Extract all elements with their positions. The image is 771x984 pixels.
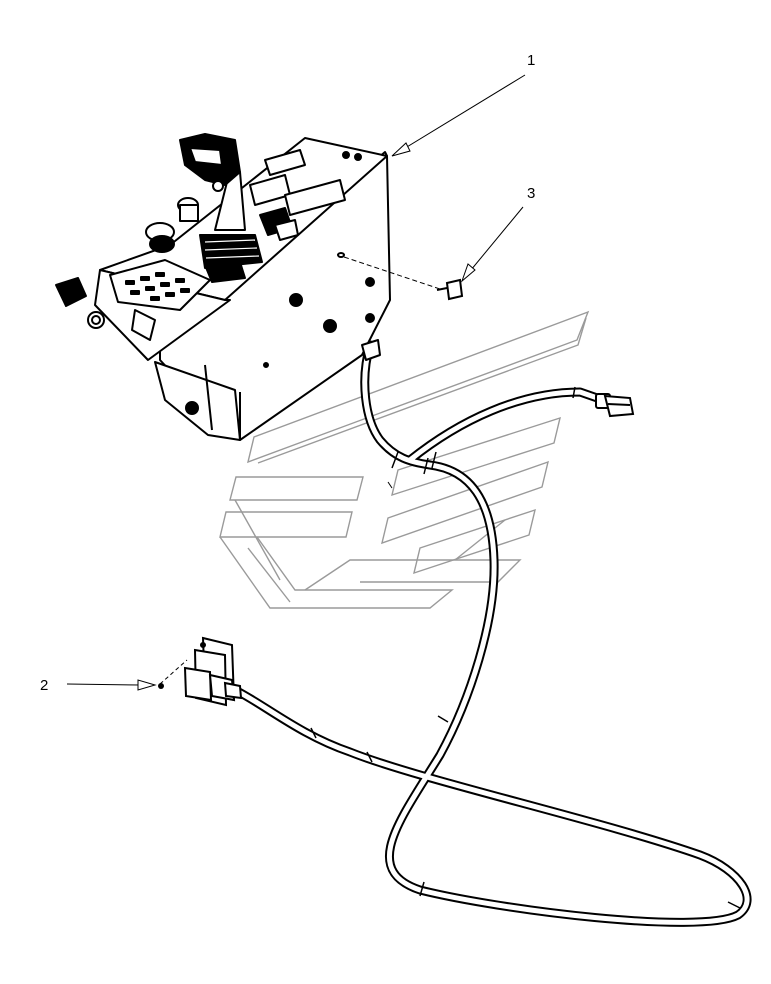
callout-leaders xyxy=(66,74,526,691)
connector-leader-dash xyxy=(159,659,188,685)
callout-number-3: 3 xyxy=(527,185,536,202)
branch-connector xyxy=(595,393,635,418)
panel-connector xyxy=(183,636,243,707)
harness-mark xyxy=(387,481,393,489)
wire-harness-inner xyxy=(232,342,750,925)
mounting-bolt xyxy=(436,278,464,301)
wire-harness xyxy=(230,340,752,927)
watermark-logo xyxy=(219,310,590,609)
harness-tape-bands xyxy=(310,386,741,909)
control-console xyxy=(55,133,391,441)
connector-screw xyxy=(158,683,164,689)
callout-number-2: 2 xyxy=(40,677,49,694)
bolt-leader-dash xyxy=(343,256,441,290)
callout-number-1: 1 xyxy=(527,52,536,69)
